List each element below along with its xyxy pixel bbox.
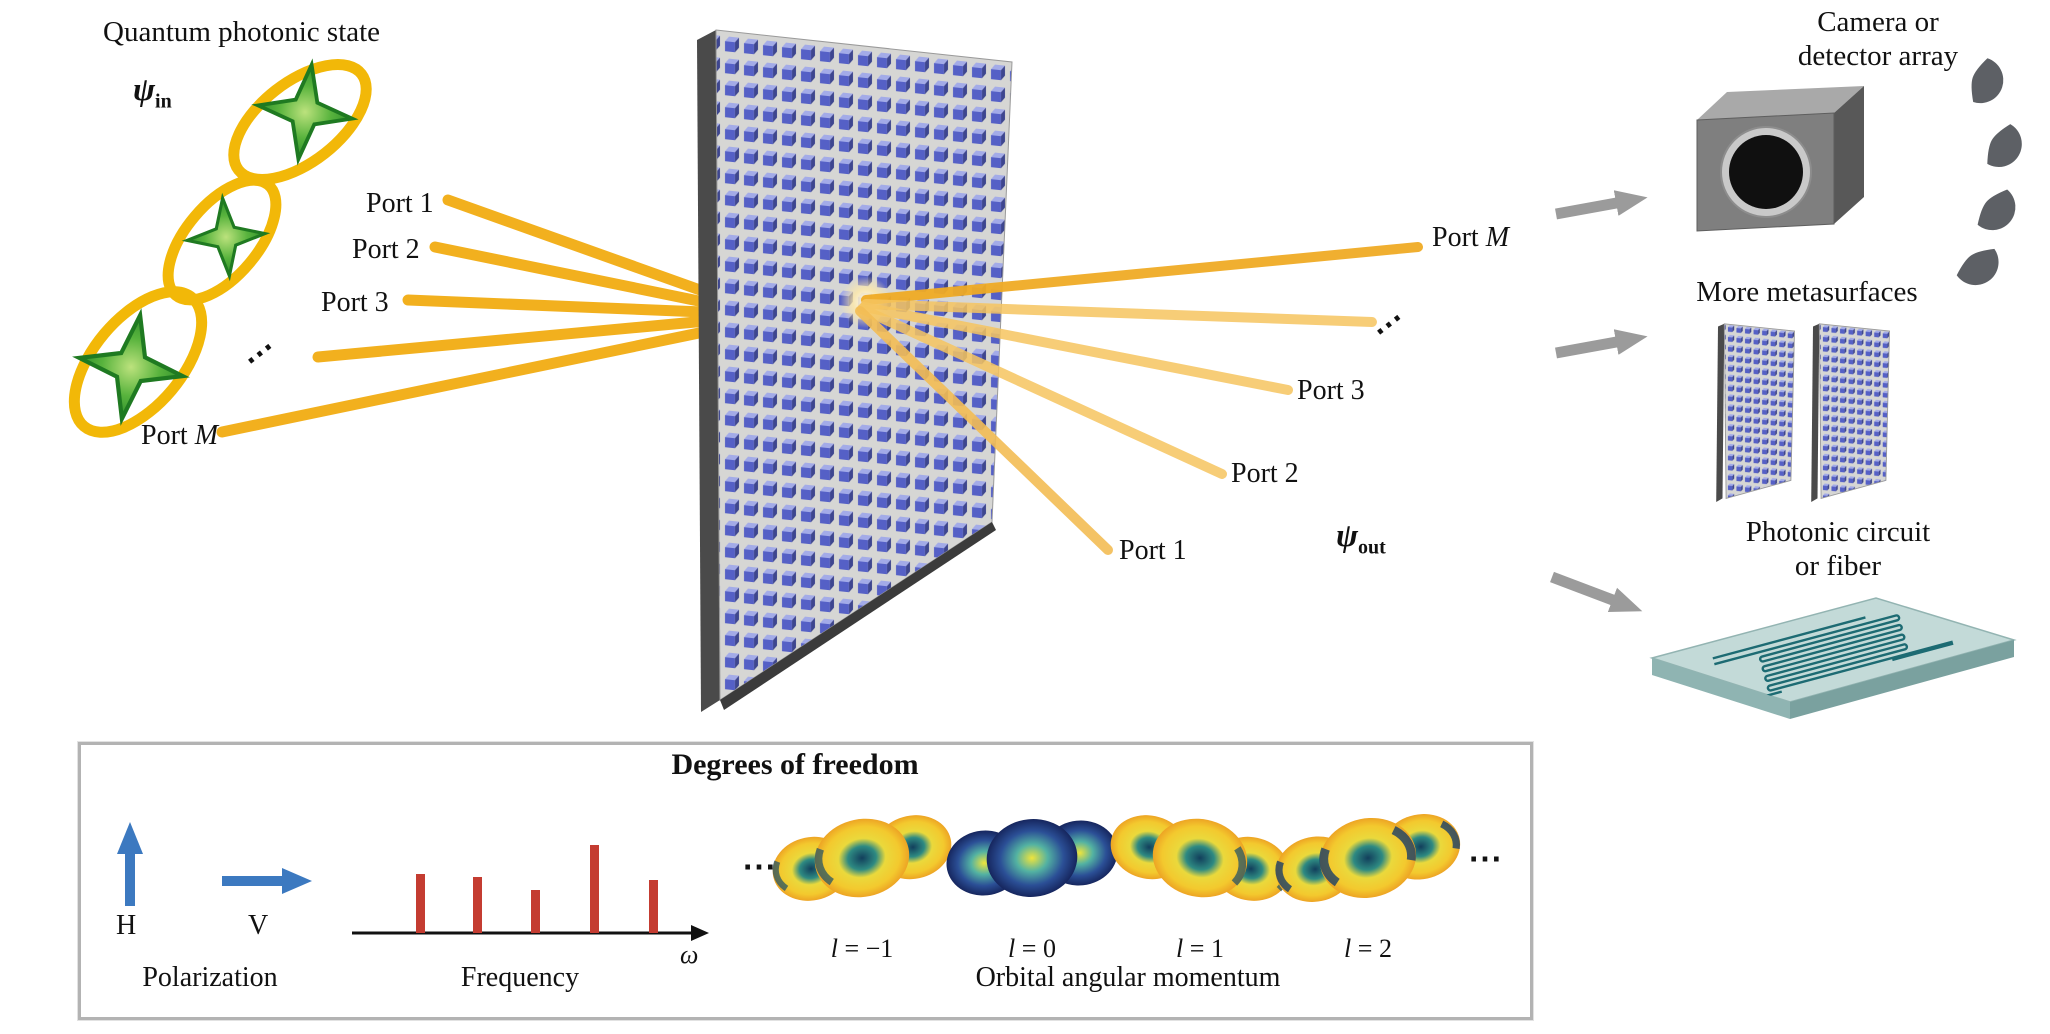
camera-option-label-line2: detector array	[1797, 40, 1959, 72]
oam-ellipsis-right: ⋯	[1468, 841, 1502, 878]
input-port-2-label: Port 2	[352, 234, 420, 265]
camera-lens	[1729, 135, 1803, 209]
detector-array-icon	[1952, 55, 2031, 295]
photonic-chip-icon	[1649, 597, 2017, 719]
oam-mode-2-label: l = 2	[1344, 934, 1392, 963]
dof-title: Degrees of freedom	[671, 748, 919, 781]
polarization-arrows-icon	[117, 822, 312, 906]
oam-mode-2-icon	[1268, 800, 1468, 916]
output-port-1-label: Port 1	[1119, 535, 1187, 566]
psi-in-label: ψin	[133, 72, 172, 113]
output-beams	[855, 242, 1423, 555]
metasurface-icon	[697, 29, 1013, 712]
input-port-3-label: Port 3	[321, 287, 389, 318]
quantum-state-heading: Quantum photonic state	[103, 16, 381, 48]
polarization-label: Polarization	[142, 962, 278, 993]
arrow-to-metasurfaces-icon	[1555, 329, 1648, 359]
camera-icon	[1696, 86, 1864, 232]
arrow-to-camera-icon	[1555, 190, 1648, 220]
entangled-photons-icon	[50, 56, 372, 438]
frequency-label: Frequency	[460, 962, 580, 993]
oam-mode-1-icon	[1103, 801, 1297, 915]
output-port-m-label: Port M	[1432, 222, 1510, 253]
oam-mode-0-icon	[943, 814, 1121, 902]
circuit-option-label-line1: Photonic circuit	[1745, 516, 1931, 548]
camera-option-label-line1: Camera or	[1817, 6, 1939, 38]
oam-mode-minus1-label: l = −1	[830, 934, 894, 963]
frequency-spectrum-icon	[352, 845, 709, 941]
oam-mode-1-label: l = 1	[1176, 934, 1224, 963]
output-port-2-label: Port 2	[1231, 458, 1299, 489]
psi-symbol: ψ	[1336, 518, 1359, 554]
output-port-3-label: Port 3	[1297, 375, 1365, 406]
h-polarization-label: H	[116, 910, 137, 941]
oam-mode-minus1-icon	[765, 801, 959, 915]
metasurfaces-option-label: More metasurfaces	[1696, 276, 1918, 308]
mini-metasurfaces-icon	[1716, 323, 1890, 502]
input-beams	[216, 194, 734, 438]
oam-mode-0-label: l = 0	[1008, 934, 1056, 963]
oam-ellipsis-left: ⋯	[742, 849, 776, 886]
psi-out-label: ψout	[1336, 518, 1386, 559]
input-port-m-label: Port M	[141, 420, 219, 451]
circuit-option-label-line2: or fiber	[1794, 550, 1882, 582]
input-port-1-label: Port 1	[366, 188, 434, 219]
oam-label: Orbital angular momentum	[975, 962, 1281, 993]
omega-label: ω	[680, 940, 699, 969]
arrow-to-circuit-icon	[1550, 571, 1643, 613]
v-polarization-label: V	[248, 910, 269, 941]
psi-symbol: ψ	[133, 72, 156, 108]
